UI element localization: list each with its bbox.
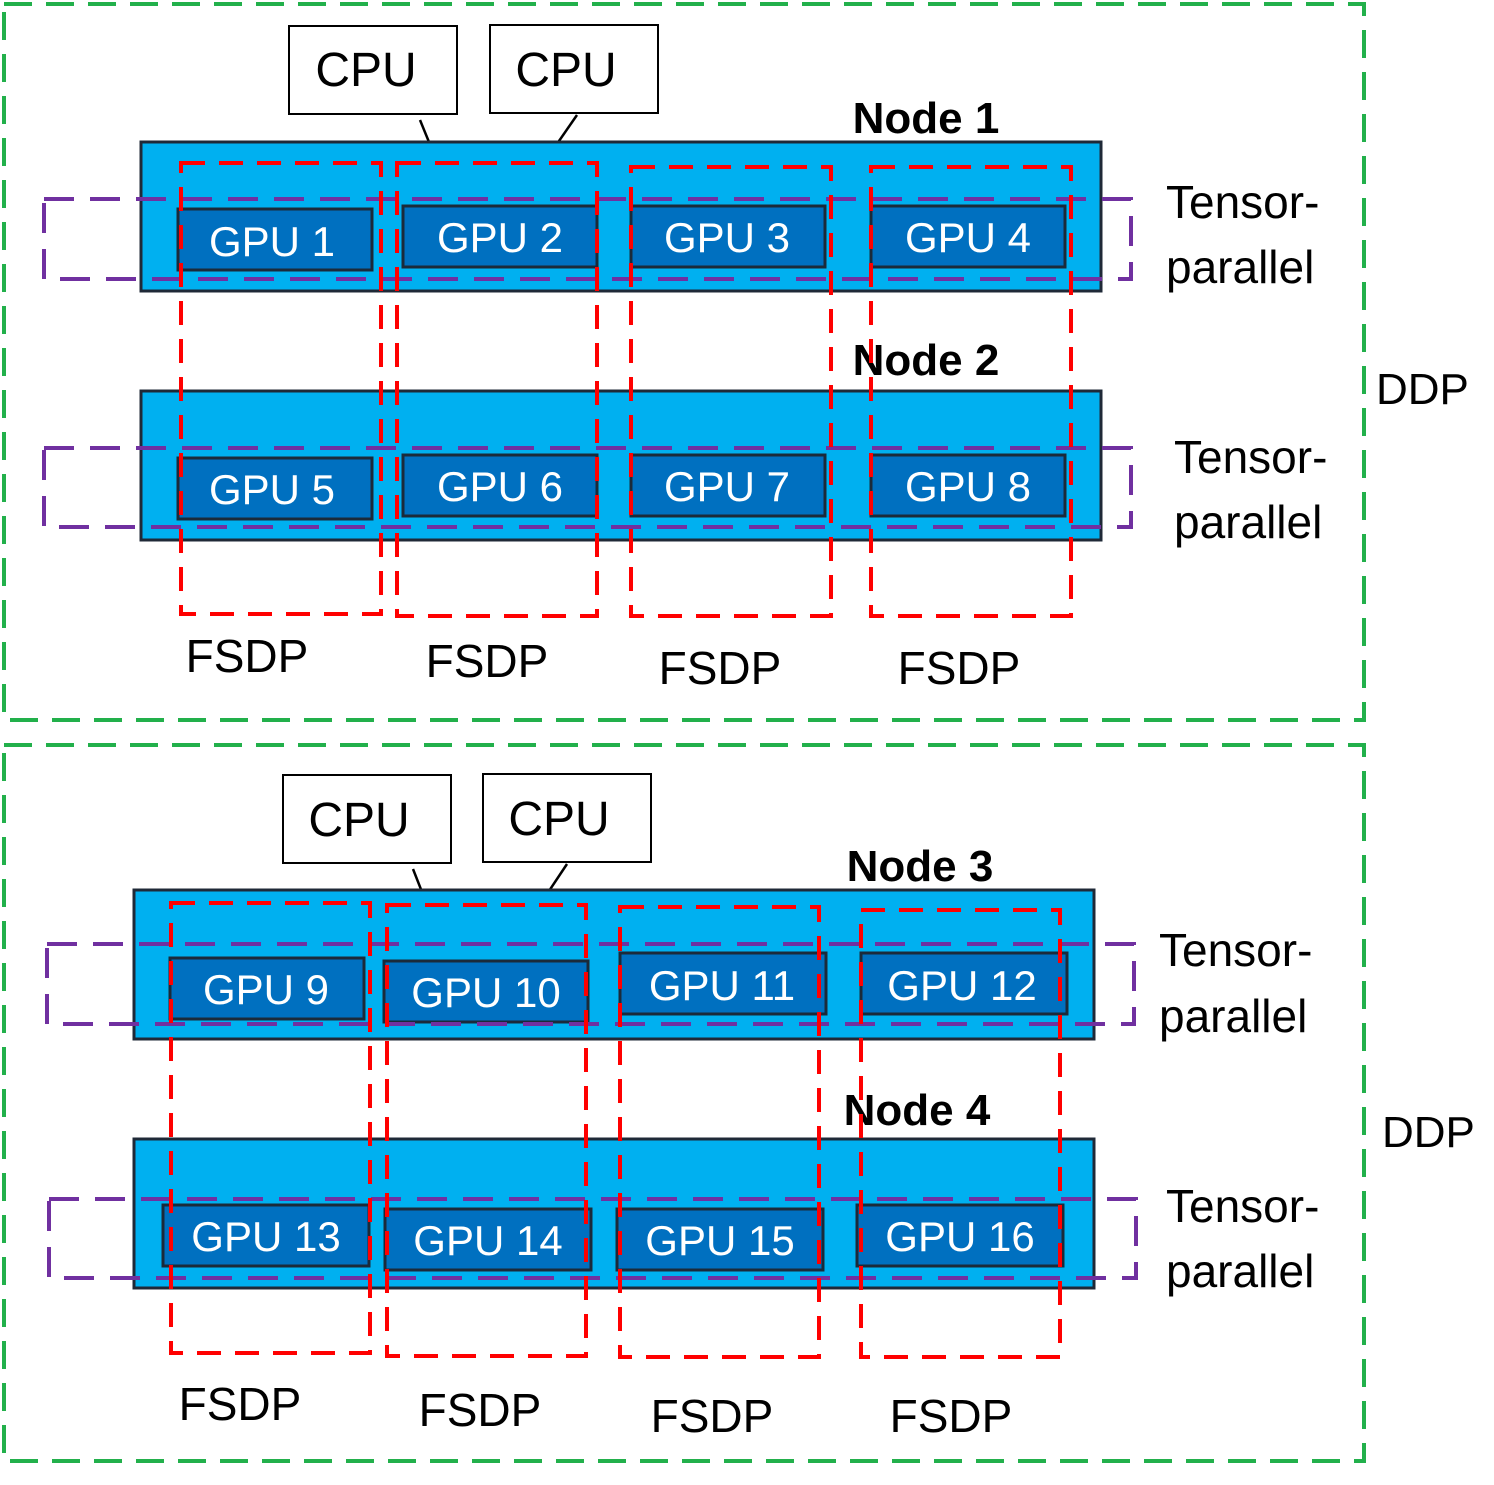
tensor-parallel-label-1b: parallel — [1166, 241, 1314, 293]
gpu-box-1 — [176, 207, 374, 272]
cpu-label-2: CPU — [515, 44, 616, 97]
gpu-box-4 — [869, 204, 1067, 269]
ddp-group-1: CPU CPU Node 1 GPU 1 GPU 2 GPU 3 GPU 4 T… — [2, 2, 1469, 722]
tensor-parallel-label-2a: Tensor- — [1174, 431, 1327, 483]
gpu-label-5: GPU 5 — [209, 466, 335, 513]
gpu-box-3 — [629, 204, 827, 269]
gpu-box-5 — [176, 456, 374, 521]
gpu-label-10: GPU 10 — [411, 969, 560, 1016]
tensor-parallel-boundary-3 — [45, 942, 1136, 1026]
fsdp-label-5: FSDP — [179, 1378, 302, 1430]
gpu-label-4: GPU 4 — [905, 214, 1031, 261]
gpu-box-11 — [618, 951, 828, 1016]
fsdp-label-2: FSDP — [426, 635, 549, 687]
cpu-box-3 — [282, 774, 452, 864]
gpu-label-6: GPU 6 — [437, 463, 563, 510]
fsdp-label-1: FSDP — [186, 630, 309, 682]
gpu-box-14 — [383, 1207, 593, 1272]
gpu-label-9: GPU 9 — [203, 966, 329, 1013]
tensor-parallel-boundary-1 — [42, 197, 1133, 281]
gpu-box-7 — [629, 453, 827, 518]
gpu-label-3: GPU 3 — [664, 214, 790, 261]
gpu-label-7: GPU 7 — [664, 463, 790, 510]
ddp-boundary-1 — [2, 2, 1366, 722]
node-label-3: Node 3 — [847, 842, 994, 891]
tensor-parallel-boundary-4 — [47, 1197, 1138, 1280]
gpu-box-9 — [168, 956, 366, 1021]
tensor-parallel-label-2b: parallel — [1174, 496, 1322, 548]
gpu-label-13: GPU 13 — [191, 1213, 340, 1260]
gpu-label-12: GPU 12 — [887, 962, 1036, 1009]
fsdp-boundary-1 — [179, 161, 383, 616]
cpu-box-4 — [482, 773, 652, 863]
gpu-box-6 — [401, 453, 599, 518]
gpu-box-12 — [859, 951, 1069, 1016]
fsdp-label-3: FSDP — [659, 642, 782, 694]
tensor-parallel-label-3a: Tensor- — [1159, 924, 1312, 976]
gpu-label-2: GPU 2 — [437, 214, 563, 261]
tensor-parallel-label-3b: parallel — [1159, 990, 1307, 1042]
gpu-box-16 — [855, 1203, 1065, 1268]
tensor-parallel-label-4b: parallel — [1166, 1245, 1314, 1297]
gpu-label-14: GPU 14 — [413, 1217, 562, 1264]
gpu-box-15 — [615, 1207, 825, 1272]
node-label-2: Node 2 — [853, 336, 1000, 385]
fsdp-boundary-5 — [169, 901, 372, 1355]
tensor-parallel-label-1a: Tensor- — [1166, 176, 1319, 228]
fsdp-label-4: FSDP — [898, 642, 1021, 694]
fsdp-label-6: FSDP — [419, 1384, 542, 1436]
tensor-parallel-label-4a: Tensor- — [1166, 1180, 1319, 1232]
fsdp-boundary-3 — [629, 165, 833, 618]
gpu-box-10 — [382, 959, 590, 1024]
cpu-label-4: CPU — [508, 793, 609, 846]
ddp-group-2: CPU CPU Node 3 GPU 9 GPU 10 GPU 11 GPU 1… — [2, 743, 1475, 1463]
cpu-box-2 — [489, 24, 659, 114]
ddp-boundary-2 — [2, 743, 1366, 1463]
gpu-box-13 — [161, 1203, 371, 1268]
fsdp-boundary-4 — [869, 165, 1073, 618]
fsdp-boundary-6 — [385, 903, 588, 1358]
gpu-label-8: GPU 8 — [905, 463, 1031, 510]
ddp-label-2: DDP — [1382, 1108, 1475, 1157]
gpu-label-15: GPU 15 — [645, 1217, 794, 1264]
cpu-label-3: CPU — [308, 794, 409, 847]
fsdp-boundary-8 — [859, 908, 1062, 1359]
fsdp-boundary-7 — [618, 905, 821, 1359]
node-label-4: Node 4 — [844, 1086, 991, 1135]
gpu-box-8 — [869, 453, 1067, 518]
gpu-label-11: GPU 11 — [649, 962, 795, 1009]
tensor-parallel-boundary-2 — [42, 446, 1133, 529]
fsdp-boundary-2 — [395, 161, 599, 618]
cpu-label-1: CPU — [315, 44, 416, 97]
cpu-box-1 — [288, 25, 458, 115]
ddp-label-1: DDP — [1376, 365, 1469, 414]
fsdp-label-7: FSDP — [651, 1390, 774, 1442]
node-label-1: Node 1 — [853, 94, 1000, 143]
gpu-label-1: GPU 1 — [209, 218, 335, 265]
gpu-label-16: GPU 16 — [885, 1213, 1034, 1260]
fsdp-label-8: FSDP — [890, 1390, 1013, 1442]
